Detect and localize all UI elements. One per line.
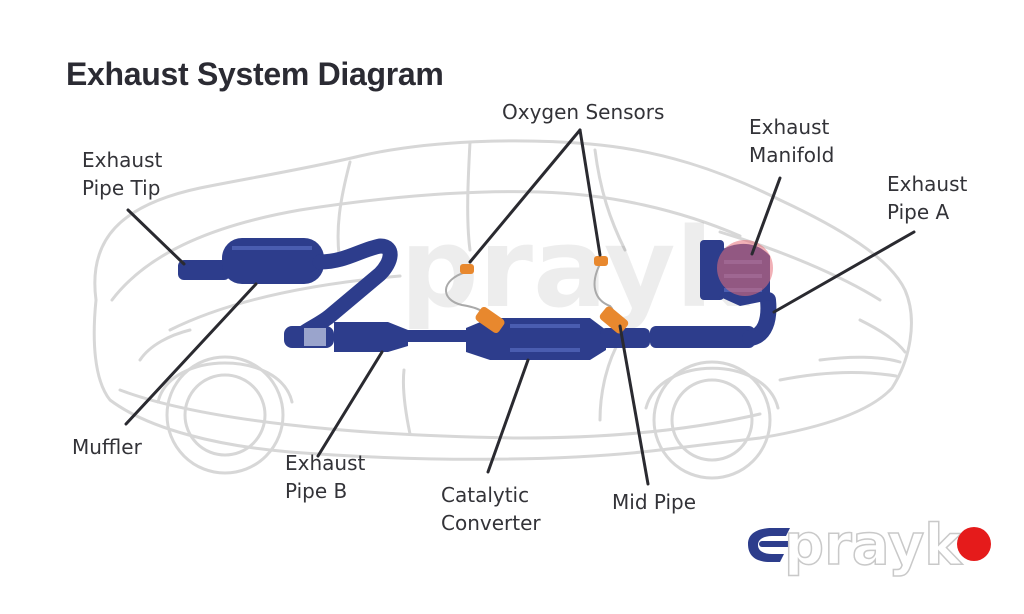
exhaust-manifold-part: [700, 240, 773, 306]
label-line: Manifold: [749, 143, 835, 167]
car-outline: [92, 139, 913, 480]
label-exhaust-pipe-a: Exhaust Pipe A: [887, 170, 967, 226]
leader-exhaust-pipe-a: [772, 230, 916, 314]
exhaust-pipe-tip-part: [178, 260, 230, 280]
label-line: Exhaust: [82, 148, 163, 172]
label-line: Pipe Tip: [82, 176, 161, 200]
label-line: Muffler: [72, 435, 142, 459]
label-muffler: Muffler: [72, 433, 142, 461]
label-line: Converter: [441, 511, 541, 535]
leader-catalytic-converter: [486, 358, 530, 474]
brand-wordmark: prayk: [784, 513, 963, 578]
oxygen-sensor-1: [475, 306, 505, 334]
label-mid-pipe: Mid Pipe: [612, 488, 696, 516]
label-line: Mid Pipe: [612, 490, 697, 514]
watermark-text: prayk: [400, 204, 752, 332]
oxygen-sensor-plug-1: [460, 264, 474, 274]
mid-pipe-part: [600, 328, 650, 348]
leader-oxygen-sensor-left: [468, 128, 582, 264]
page-title: Exhaust System Diagram: [66, 56, 444, 92]
brand-logo[interactable]: prayk: [738, 508, 998, 588]
leader-muffler: [124, 282, 258, 426]
label-exhaust-pipe-b: Exhaust Pipe B: [285, 449, 365, 505]
label-line: Pipe A: [887, 200, 950, 224]
label-line: Oxygen Sensors: [502, 100, 665, 124]
label-exhaust-pipe-tip: Exhaust Pipe Tip: [82, 146, 162, 202]
label-line: Exhaust: [285, 451, 366, 475]
leader-oxygen-sensor-right: [578, 128, 602, 257]
leader-exhaust-manifold: [750, 176, 782, 256]
leader-exhaust-pipe-tip: [126, 208, 186, 266]
exhaust-system: [178, 238, 777, 360]
brand-mark-icon: [748, 528, 797, 562]
exhaust-pipe-a-part: [742, 292, 777, 346]
label-oxygen-sensors: Oxygen Sensors: [502, 98, 664, 126]
label-exhaust-manifold: Exhaust Manifold: [749, 113, 834, 169]
oxygen-sensor-plug-2: [594, 256, 608, 266]
label-line: Exhaust: [749, 115, 830, 139]
label-line: Catalytic: [441, 483, 530, 507]
label-line: Pipe B: [285, 479, 348, 503]
label-line: Exhaust: [887, 172, 968, 196]
leader-mid-pipe: [618, 324, 650, 486]
brand-dot-icon: [957, 527, 991, 561]
label-catalytic-converter: Catalytic Converter: [441, 481, 541, 537]
leader-exhaust-pipe-b: [316, 350, 384, 458]
muffler-part: [222, 238, 324, 284]
leader-lines: [124, 128, 916, 486]
resonator-part: [334, 322, 408, 352]
